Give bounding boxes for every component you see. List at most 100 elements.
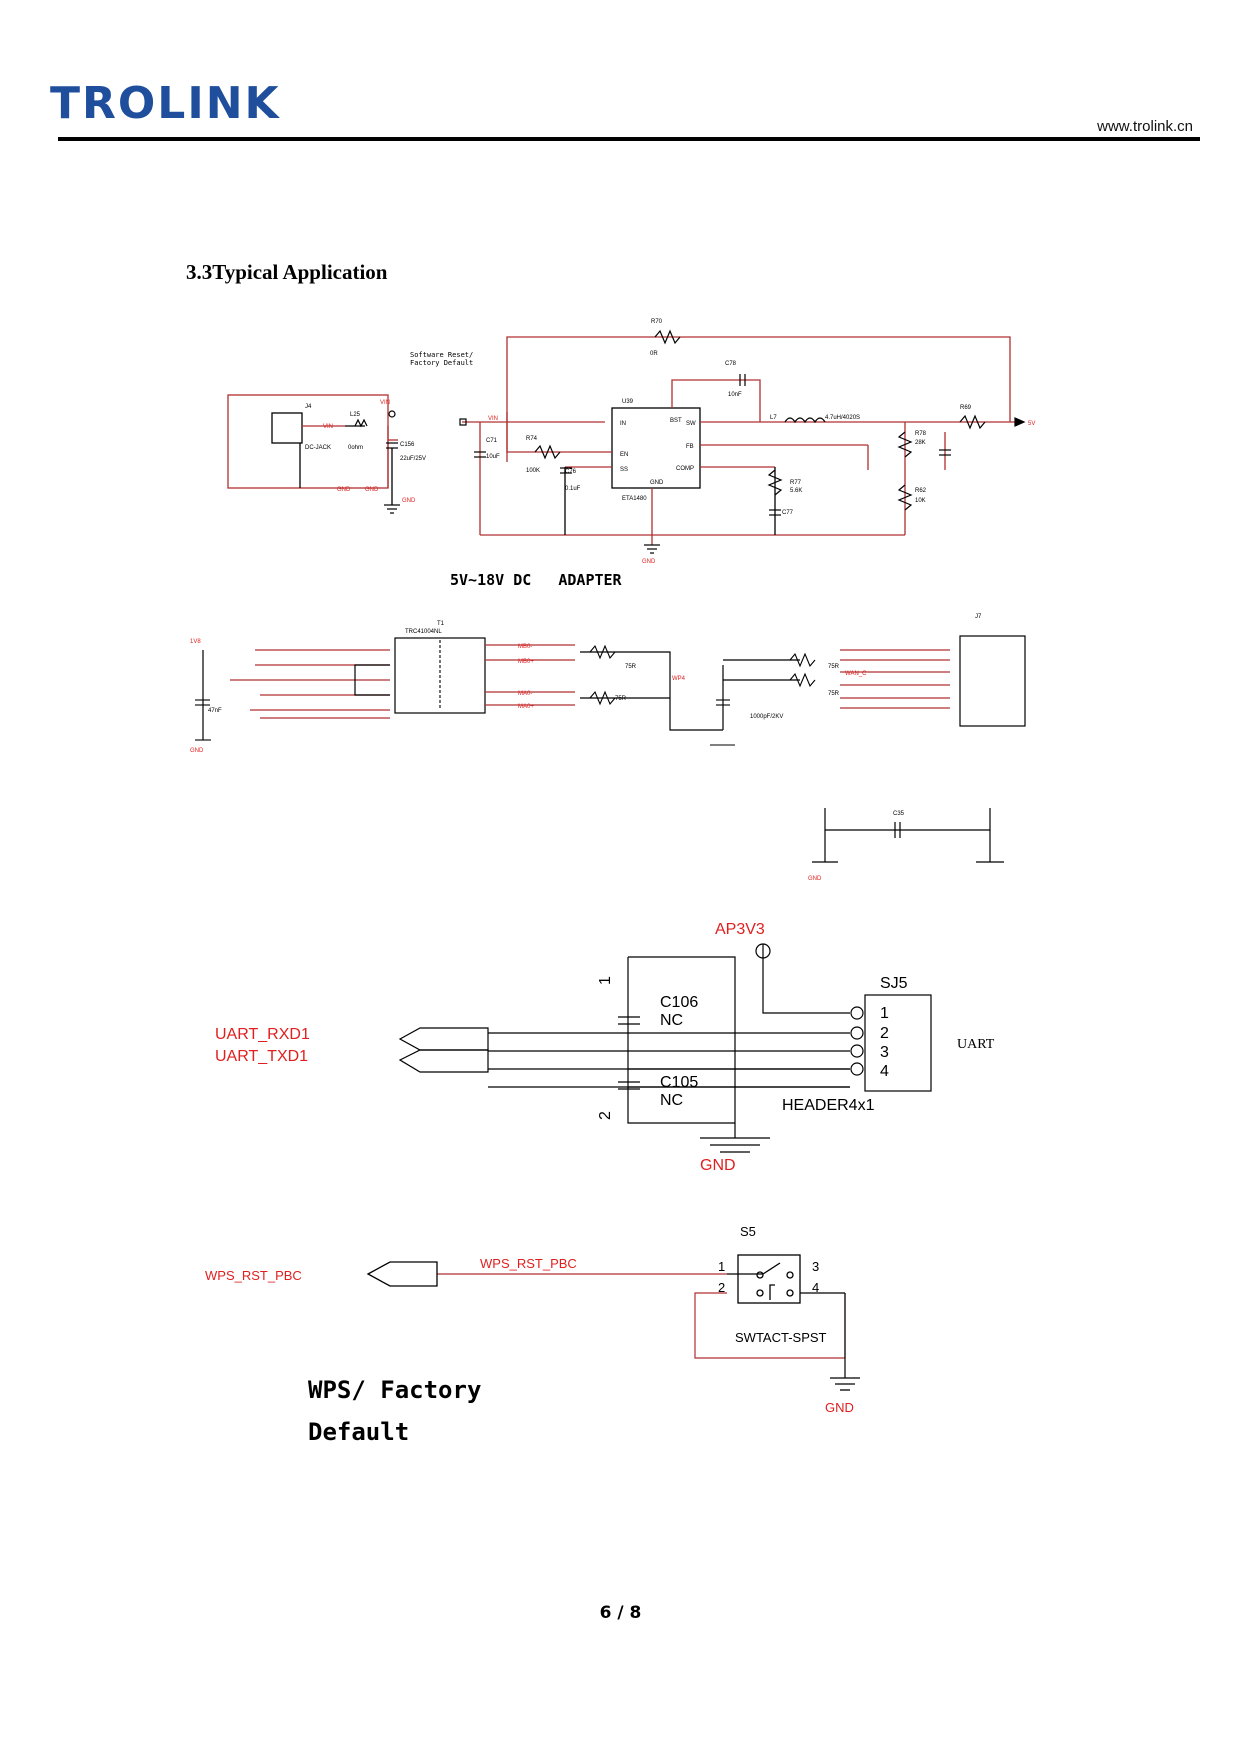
c71-label: C71 [486,438,498,444]
sj5-label: SJ5 [880,975,908,992]
c156-label: C156 [400,442,415,448]
ap3v3-net: AP3V3 [715,921,765,938]
reset-note-2: Factory Default [410,359,473,367]
pin-gnd: GND [650,480,664,486]
c105-label: C105 [660,1074,698,1091]
c48-value: 47nF [208,708,222,714]
net-mb0: MB0- [518,644,532,650]
c35-label: C35 [893,811,905,817]
j7-label: J7 [975,614,982,620]
l7-label: L7 [770,415,777,421]
s5-pin-1: 1 [718,1259,725,1274]
sj5-pin-2: 2 [880,1025,889,1042]
s5-pin-3: 3 [812,1259,819,1274]
r62-value: 10K [915,498,926,504]
r78-label: R78 [915,431,927,437]
pin-in: IN [620,421,626,427]
uart-schematic [398,943,932,1153]
net-ma0: MA0- [518,691,532,697]
l25-label: L25 [350,412,361,418]
r74-label: R74 [526,436,538,442]
r-75-d: 75R [828,691,840,697]
r78-value: 28K [915,440,926,446]
c106-label: C106 [660,994,698,1011]
vin-net-3: VIN [488,416,498,422]
ethernet-gnd: GND [190,748,204,754]
c78-value: 10nF [728,392,742,398]
r-75-b: 75R [615,696,627,702]
jack-label: DC-JACK [305,445,331,451]
pin-comp: COMP [676,466,694,472]
sj5-pin-3: 3 [880,1044,889,1061]
uart-label: UART [957,1037,995,1052]
r77-label: R77 [790,480,802,486]
c76-value: 0.1uF [565,486,581,492]
r70-resistor [654,329,681,345]
gnd-net-c: GND [402,498,416,504]
pin-ss: SS [620,467,628,473]
pin-en: EN [620,452,628,458]
chassis-gnd: GND [808,876,822,882]
sj5-pin-1: 1 [880,1005,889,1022]
s5-label: S5 [740,1224,756,1239]
l25-value: 0ohm [348,445,363,451]
wps-schematic [437,1273,846,1378]
net-wp4: WP4 [672,676,686,682]
sj5-pin-4: 4 [880,1063,889,1080]
net-wan-c: WAN_C [845,671,867,677]
t1-label: T1 [437,621,445,627]
wps-caption-2: Default [308,1418,409,1446]
s5-pin-4: 4 [812,1280,819,1295]
r70-value: 0R [650,351,658,357]
power-caption: 5V~18V DC ADAPTER [450,571,623,589]
r-75-a: 75R [625,664,637,670]
vin-net-2: VIN [323,424,333,430]
wps-caption-1: WPS/ Factory [308,1376,481,1404]
c106-nc: NC [660,1012,683,1029]
net-ma0p: MA0+ [518,704,534,710]
c156-value: 22uF/25V [400,456,426,462]
u39-label: U39 [622,399,634,405]
gnd-net-d: GND [642,559,656,565]
net-mb0p: MB0+ [518,659,534,665]
out-5v: 5V [1028,421,1035,427]
wps-net-left: WPS_RST_PBC [205,1268,302,1283]
pin-bst: BST [670,418,682,424]
ic-label: ETA1480 [622,496,647,502]
chassis-cap [812,808,1004,863]
company-logo: TROLINK [50,78,281,129]
c105-nc: NC [660,1092,683,1109]
wps-net-wire: WPS_RST_PBC [480,1256,577,1271]
cap-pin-1: 1 [597,976,614,985]
website-url[interactable]: www.trolink.cn [1097,118,1193,135]
r69-label: R69 [960,405,972,411]
power-components [354,329,1026,554]
r77-value: 5.6K [790,488,802,494]
l7-value: 4.7uH/4020S [825,415,860,421]
t1-part: TRC41004NL [405,629,442,635]
r74-value: 100K [526,468,540,474]
reset-note-1: Software Reset/ [410,351,473,359]
pin-fb: FB [686,444,694,450]
c77-label: C77 [782,510,794,516]
c78-label: C78 [725,361,737,367]
cap-pin-2: 2 [597,1111,614,1120]
c-hv-value: 1000pF/2KV [750,714,783,720]
gnd-net-a: GND [337,487,351,493]
wps-gnd-net: GND [825,1400,854,1415]
uart-gnd-net: GND [700,1157,736,1174]
s5-pin-2: 2 [718,1280,725,1295]
switch-part: SWTACT-SPST [735,1330,827,1345]
pin-sw: SW [686,421,696,427]
r62-label: R62 [915,488,927,494]
r70-label: R70 [651,319,663,325]
vin-net-1: VIN [380,400,390,406]
header-rule [58,137,1200,141]
section-title: 3.3Typical Application [186,260,388,284]
gnd-net-b: GND [365,487,379,493]
uart-rxd-net: UART_RXD1 [215,1026,310,1043]
power-schematic [227,336,1015,545]
r-75-c: 75R [828,664,840,670]
ethernet-schematic [202,635,1026,740]
